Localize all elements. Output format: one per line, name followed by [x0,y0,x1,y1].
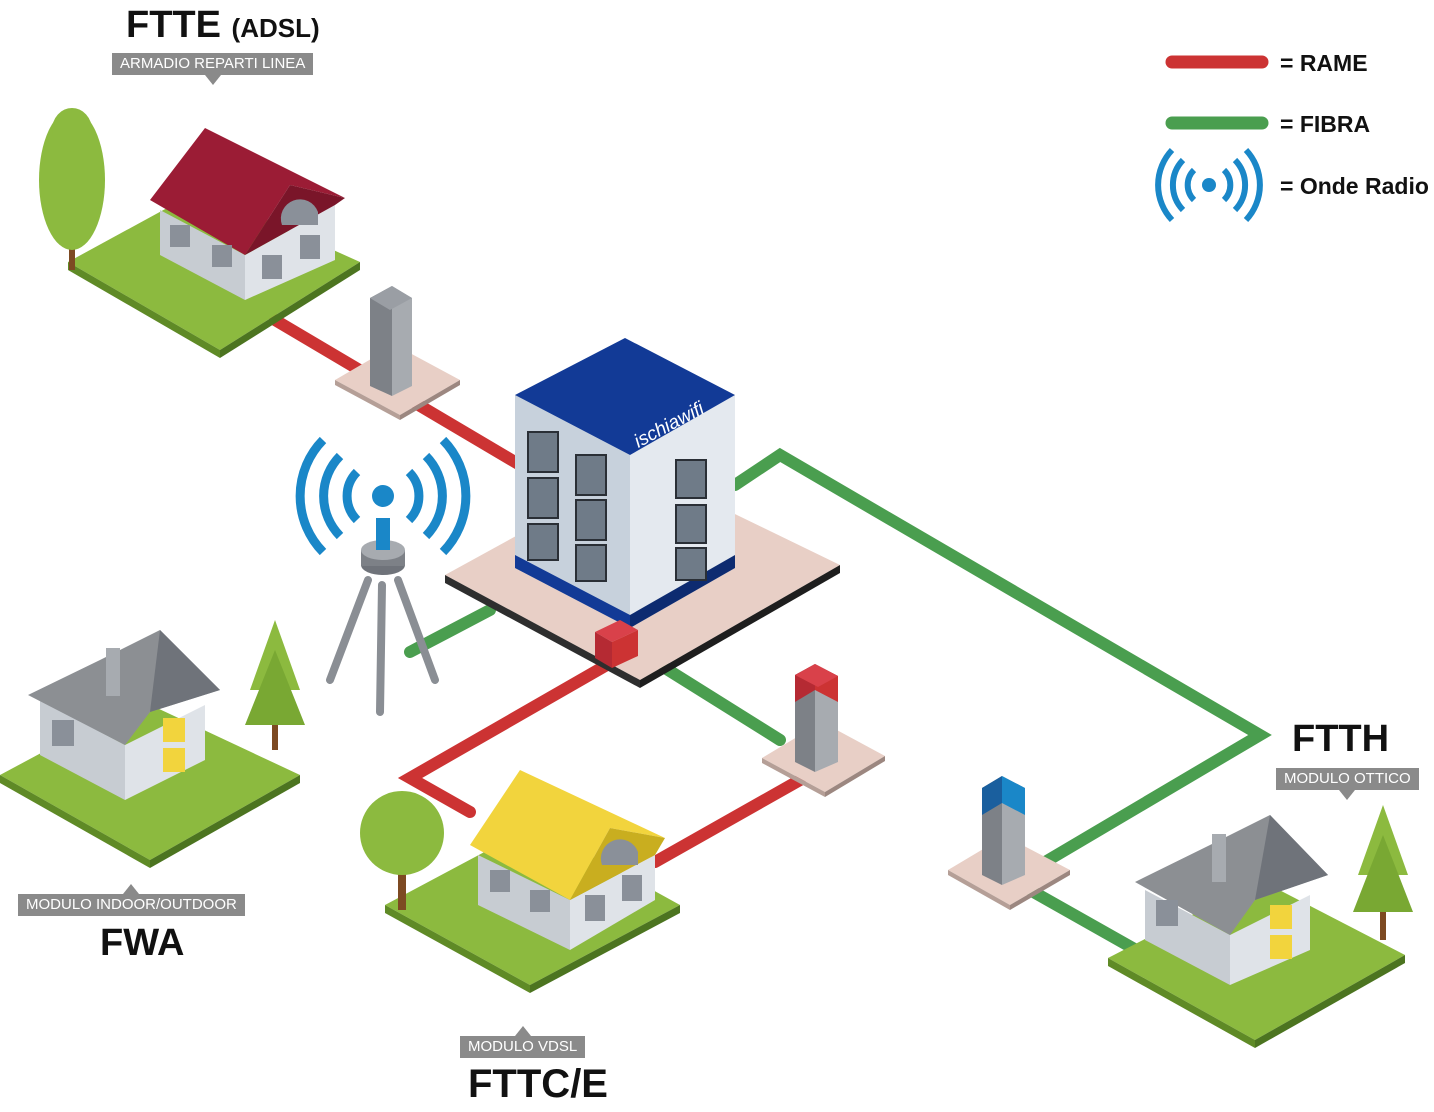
legend-radio-icon [1155,147,1263,223]
tree-icon-fttc [360,791,444,910]
tree-icon-fwa [245,620,305,750]
fwa-house-group [0,630,300,868]
fwa-tag: MODULO INDOOR/OUTDOOR [18,884,245,916]
fiber-cable-ftth-drop [1024,884,1151,961]
fttc-roof [470,770,665,900]
ftth-house-group [1108,815,1405,1048]
tree-icon-ftth [1353,805,1413,940]
tree-icon-ftte [39,108,105,270]
street-cabinet-grey [335,286,460,420]
fwa-title: FWA [100,922,185,964]
copper-cable-vdsl [649,774,806,868]
radio-tower [326,518,439,716]
copper-cable-fttc [397,656,618,818]
fiber-cable-ftth [729,447,1272,871]
legend-radio-label: = Onde Radio [1280,173,1429,199]
copper-junction-block [595,620,638,668]
legend-copper-label: = RAME [1280,50,1368,76]
ftte-tag-label: ARMADIO REPARTI LINEA [120,55,306,72]
ftte-title-main: FTTE [126,4,221,46]
ftth-title: FTTH [1292,718,1390,760]
vdsl-cabinet [762,664,885,797]
ftte-title-sub: (ADSL) [231,13,320,43]
central-roof [515,338,735,455]
ftth-tag-label: MODULO OTTICO [1284,770,1411,787]
radio-waves-icon [295,436,471,556]
ftth-tag: MODULO OTTICO [1276,768,1419,800]
ftte-roof [150,128,345,255]
fiber-cable-vdsl [659,662,786,746]
fttc-title: FTTC/E [468,1062,608,1106]
legend-fiber-label: = FIBRA [1280,111,1371,137]
ftte-house-group [68,128,360,358]
optical-cabinet [948,776,1070,910]
fttc-tag: MODULO VDSL [460,1026,586,1058]
central-office: ischiawifi [445,338,840,688]
ftte-title: FTTE (ADSL) [126,6,320,44]
ftte-tag: ARMADIO REPARTI LINEA [112,53,314,85]
fwa-tag-label: MODULO INDOOR/OUTDOOR [26,896,237,913]
fttc-tag-label: MODULO VDSL [468,1038,578,1055]
fttc-house-group [385,770,680,993]
